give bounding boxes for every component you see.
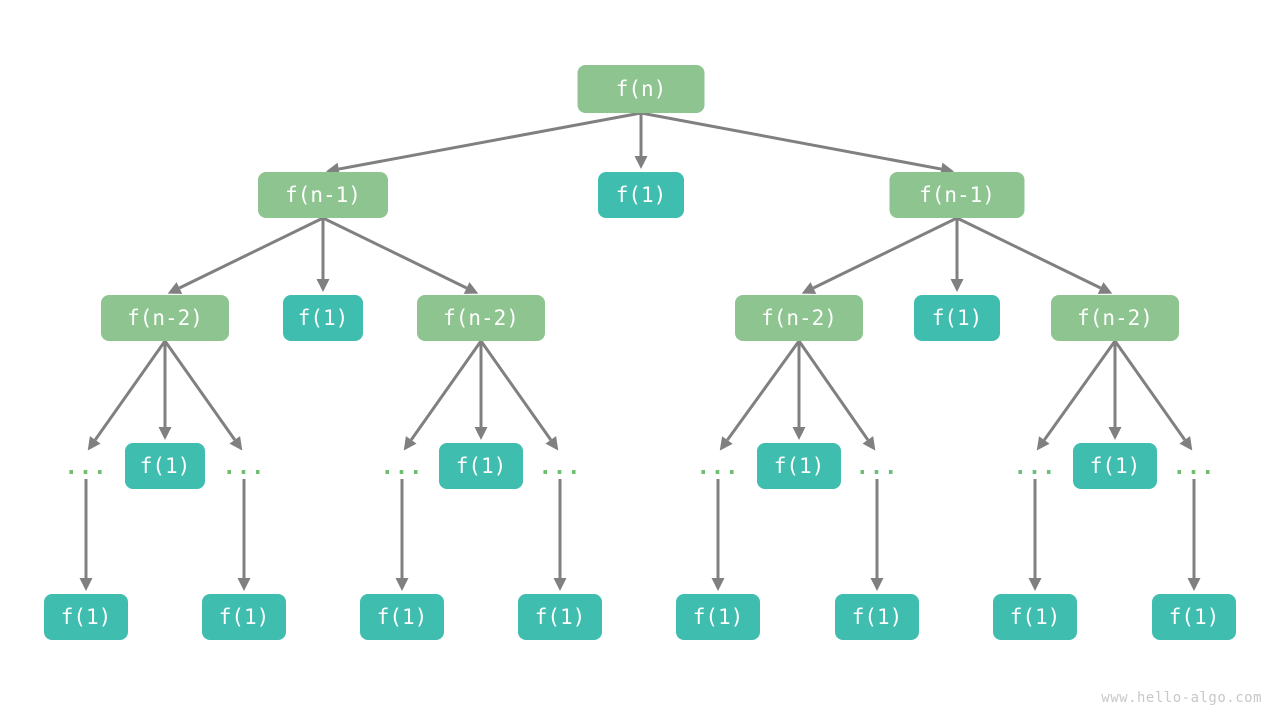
- node-label: f(1): [298, 306, 349, 330]
- edge-n4-to-n10: [158, 341, 172, 440]
- tree-node-n7[interactable]: f(n-2): [735, 295, 863, 341]
- node-label: f(n-1): [285, 183, 361, 207]
- edge-n7-to-e4: [719, 340, 801, 451]
- node-label: f(n-2): [127, 306, 203, 330]
- ellipsis-label: ...: [65, 455, 108, 480]
- node-label: f(n-2): [1077, 306, 1153, 330]
- ellipsis-label: ...: [697, 455, 740, 480]
- ellipsis-label: ...: [856, 455, 899, 480]
- tree-node-n6[interactable]: f(n-2): [417, 295, 545, 341]
- edge-e0-to-n14: [79, 479, 93, 591]
- edge-n1-to-n6: [322, 216, 479, 294]
- tree-node-n15[interactable]: f(1): [202, 594, 286, 640]
- node-label: f(1): [693, 605, 744, 629]
- edge-n3-to-n8: [950, 218, 964, 292]
- tree-node-n13[interactable]: f(1): [1073, 443, 1157, 489]
- ellipsis-marker-e6: ...: [1014, 455, 1057, 480]
- edge-n6-to-e2: [403, 340, 483, 451]
- ellipsis-label: ...: [381, 455, 424, 480]
- ellipsis-label: ...: [223, 455, 266, 480]
- edge-e3-to-n17: [553, 479, 567, 591]
- edge-n9-to-e7: [1113, 340, 1193, 451]
- node-label: f(n-2): [443, 306, 519, 330]
- tree-node-n9[interactable]: f(n-2): [1051, 295, 1179, 341]
- tree-node-n0[interactable]: f(n): [577, 65, 705, 113]
- node-label: f(1): [377, 605, 428, 629]
- node-label: f(1): [774, 454, 825, 478]
- edge-n4-to-e1: [163, 340, 243, 451]
- ellipsis-label: ...: [539, 455, 582, 480]
- tree-node-n5[interactable]: f(1): [283, 295, 363, 341]
- node-label: f(1): [456, 454, 507, 478]
- edge-n0-to-n1: [325, 111, 642, 176]
- edge-n1-to-n5: [316, 218, 330, 292]
- tree-node-n10[interactable]: f(1): [125, 443, 205, 489]
- edge-n7-to-n12: [792, 341, 806, 440]
- tree-node-n1[interactable]: f(n-1): [258, 172, 388, 218]
- node-label: f(n-2): [761, 306, 837, 330]
- edge-e5-to-n19: [870, 479, 884, 591]
- tree-node-n12[interactable]: f(1): [757, 443, 841, 489]
- node-label: f(1): [932, 306, 983, 330]
- edge-n9-to-e6: [1036, 340, 1117, 451]
- edge-n3-to-n9: [956, 216, 1113, 294]
- node-label: f(n): [616, 77, 667, 101]
- tree-node-n20[interactable]: f(1): [993, 594, 1077, 640]
- tree-node-n16[interactable]: f(1): [360, 594, 444, 640]
- tree-node-n17[interactable]: f(1): [518, 594, 602, 640]
- edge-n6-to-n11: [474, 341, 488, 440]
- edge-e2-to-n16: [395, 479, 409, 591]
- ellipsis-marker-e0: ...: [65, 455, 108, 480]
- node-label: f(n-1): [919, 183, 995, 207]
- edge-n9-to-n13: [1108, 341, 1122, 440]
- node-label: f(1): [140, 454, 191, 478]
- ellipsis-marker-e5: ...: [856, 455, 899, 480]
- edge-e7-to-n21: [1187, 479, 1201, 591]
- edge-n6-to-e3: [479, 340, 559, 451]
- edge-n7-to-e5: [797, 340, 876, 451]
- edge-n4-to-e0: [87, 340, 167, 451]
- ellipsis-marker-e2: ...: [381, 455, 424, 480]
- edge-n0-to-n2: [634, 113, 648, 169]
- edges-layer: [79, 111, 1201, 591]
- node-label: f(1): [616, 183, 667, 207]
- ellipsis-marker-e4: ...: [697, 455, 740, 480]
- tree-node-n21[interactable]: f(1): [1152, 594, 1236, 640]
- tree-node-n19[interactable]: f(1): [835, 594, 919, 640]
- tree-node-n18[interactable]: f(1): [676, 594, 760, 640]
- node-label: f(1): [1169, 605, 1220, 629]
- node-label: f(1): [852, 605, 903, 629]
- node-label: f(1): [61, 605, 112, 629]
- node-label: f(1): [219, 605, 270, 629]
- tree-node-n14[interactable]: f(1): [44, 594, 128, 640]
- ellipsis-marker-e3: ...: [539, 455, 582, 480]
- tree-node-n4[interactable]: f(n-2): [101, 295, 229, 341]
- ellipsis-label: ...: [1014, 455, 1057, 480]
- ellipsis-marker-e1: ...: [223, 455, 266, 480]
- tree-node-n3[interactable]: f(n-1): [889, 172, 1025, 218]
- nodes-layer: f(n) f(n-1) f(1) f(n-1) f(n-2) f(1) f(n-2) f(n-…: [44, 65, 1236, 640]
- tree-node-n8[interactable]: f(1): [914, 295, 1000, 341]
- edge-e6-to-n20: [1028, 479, 1042, 591]
- edge-e4-to-n18: [711, 479, 725, 591]
- edge-n0-to-n3: [640, 111, 955, 176]
- edge-n1-to-n4: [167, 216, 324, 294]
- edge-e1-to-n15: [237, 479, 251, 591]
- edge-n3-to-n7: [801, 216, 958, 294]
- tree-node-n11[interactable]: f(1): [439, 443, 523, 489]
- ellipsis-label: ...: [1173, 455, 1216, 480]
- ellipsis-marker-e7: ...: [1173, 455, 1216, 480]
- node-label: f(1): [1010, 605, 1061, 629]
- tree-node-n2[interactable]: f(1): [598, 172, 684, 218]
- node-label: f(1): [535, 605, 586, 629]
- node-label: f(1): [1090, 454, 1141, 478]
- watermark: www.hello-algo.com: [1101, 690, 1262, 706]
